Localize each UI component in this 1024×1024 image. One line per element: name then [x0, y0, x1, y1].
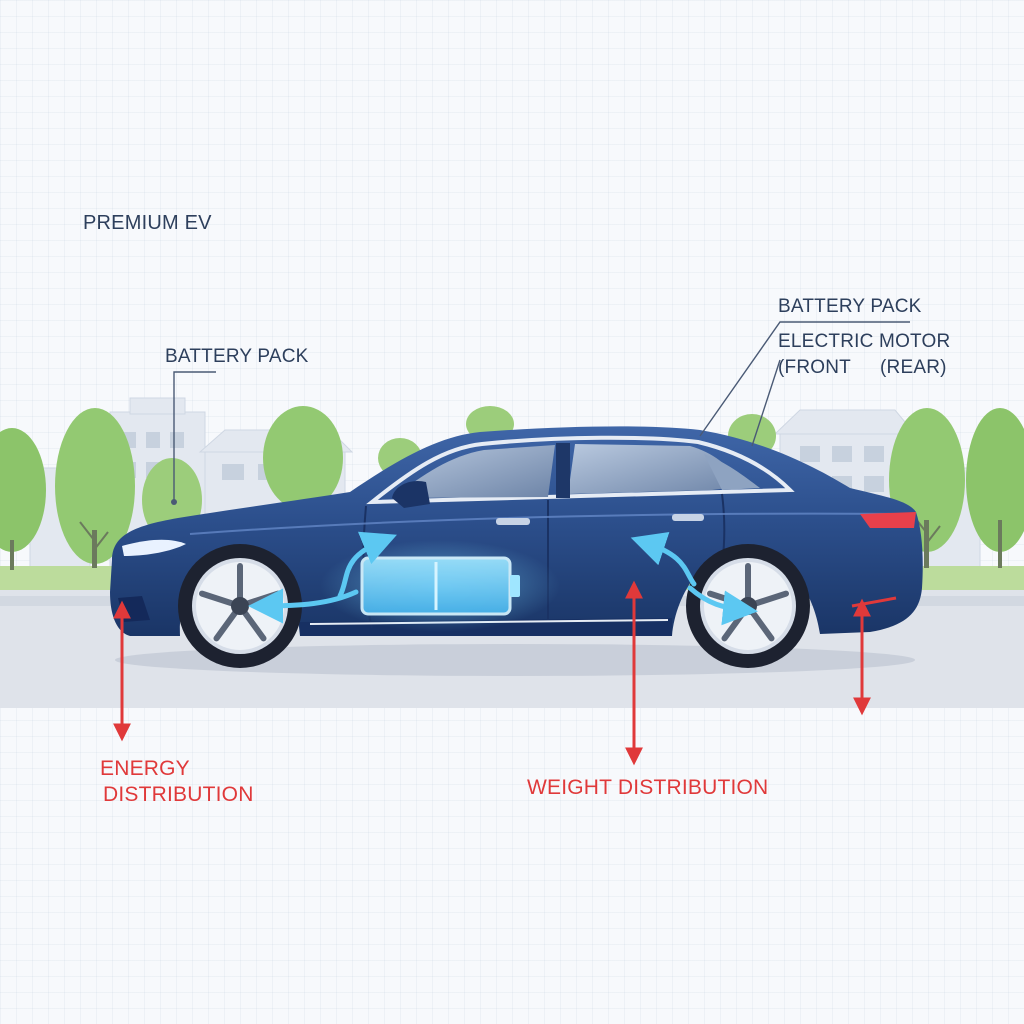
side-mirror — [392, 480, 430, 508]
tail-light — [860, 512, 916, 528]
motor-callout — [751, 359, 781, 447]
battery-pack-left-label: BATTERY PACK — [165, 346, 309, 367]
rear-window — [568, 444, 744, 494]
front-label: (FRONT — [778, 357, 851, 378]
tree — [55, 408, 135, 568]
title-label: PREMIUM EV — [83, 212, 212, 234]
battery-left-callout — [173, 371, 216, 500]
electric-motor-label: ELECTRIC MOTOR — [778, 331, 951, 352]
front-wheel — [178, 544, 302, 668]
energy-arrow-to-rear-wheel — [687, 585, 758, 626]
car — [110, 426, 923, 636]
energy-arrow-up-left — [337, 531, 397, 599]
tree — [0, 428, 46, 570]
rear-label: (REAR) — [880, 357, 947, 378]
battery-pack — [320, 540, 560, 632]
door-handle — [672, 514, 704, 521]
quarter-window — [704, 454, 760, 490]
energy-flow-arrows — [248, 531, 758, 626]
headlight — [122, 539, 186, 556]
tree — [966, 408, 1024, 568]
front-window — [392, 445, 555, 498]
energy-arrow-to-front-wheel — [248, 588, 359, 624]
energy-label-line2: DISTRIBUTION — [103, 783, 254, 806]
battery-right-callout — [699, 321, 910, 437]
energy-arrow-up-right — [630, 532, 697, 587]
door-handle — [496, 518, 530, 525]
window-trim — [366, 435, 795, 505]
energy-label-line1: ENERGY — [100, 757, 190, 780]
battery-pack-right-label: BATTERY PACK — [778, 296, 922, 317]
rear-wheel — [686, 544, 810, 668]
callout-lines — [171, 321, 910, 505]
b-pillar — [556, 443, 570, 498]
weight-distribution-label: WEIGHT DISTRIBUTION — [527, 776, 769, 799]
distribution-arrows — [113, 580, 871, 766]
